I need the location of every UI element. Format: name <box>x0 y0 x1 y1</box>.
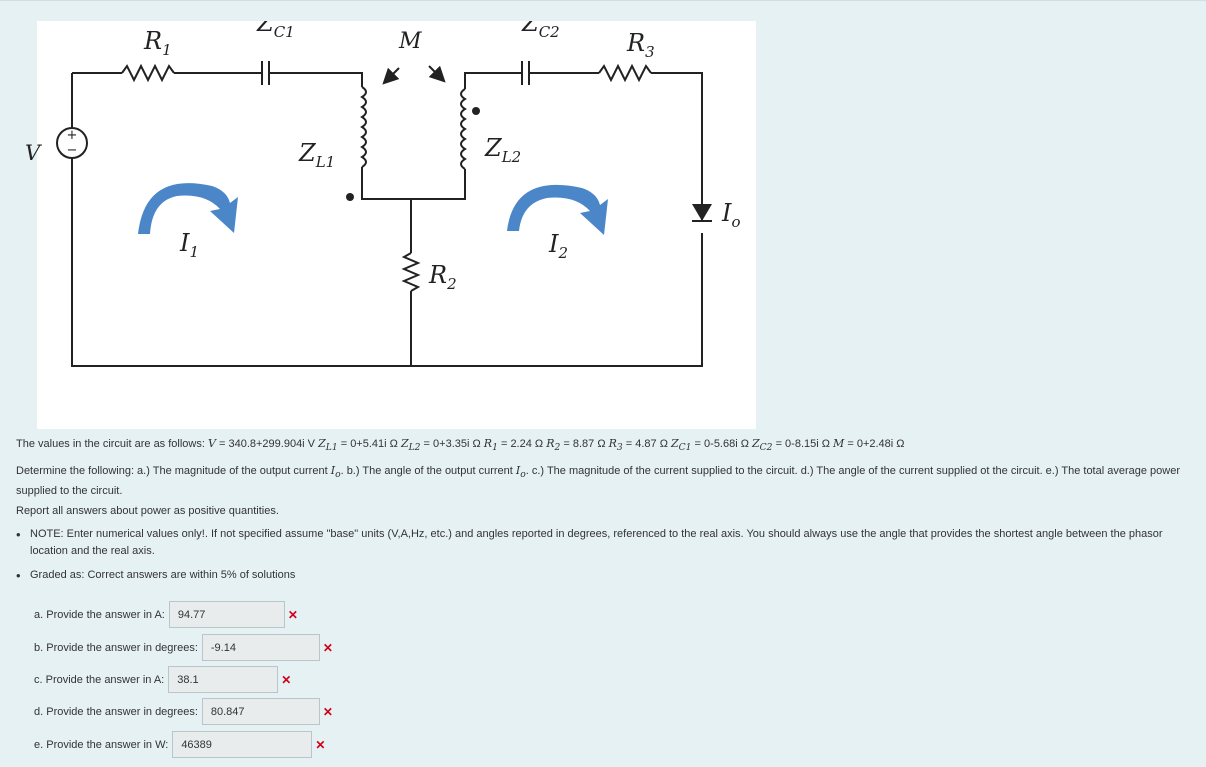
report-note: Report all answers about power as positi… <box>16 505 279 517</box>
loop-arrow-i2 <box>507 184 608 235</box>
label-zl2: ZL2 <box>484 134 521 166</box>
question-c-label: c. Provide the answer in A: <box>34 673 165 686</box>
question-b-label: b. Provide the answer in degrees: <box>34 641 198 654</box>
mutual-arrow-right <box>428 65 446 83</box>
incorrect-icon: ✕ <box>287 607 298 622</box>
label-r3: R3 <box>626 29 655 61</box>
circuit-value: ZC1 = 0-5.68i Ω <box>671 437 753 454</box>
circuit-value: R2 = 8.87 Ω <box>546 437 609 454</box>
circuit-diagram: + − R1 ZC1 M ZC2 R3 ZL1 ZL2 I1 I2 R2 Io <box>56 21 741 367</box>
incorrect-icon: ✕ <box>315 737 326 752</box>
label-r2: R2 <box>428 261 457 293</box>
loop-arrow-i1 <box>138 183 238 234</box>
label-io: Io <box>721 199 741 231</box>
source-minus: − <box>67 143 78 158</box>
circuit-value: ZC2 = 0-8.15i Ω <box>752 437 834 454</box>
question-b: b. Provide the answer in degrees: -9.14 … <box>34 633 333 662</box>
label-r1: R1 <box>143 27 172 59</box>
circuit-value: V = 340.8+299.904i V <box>207 437 319 450</box>
resistor-r1 <box>121 63 175 83</box>
mutual-arrow-left <box>382 67 400 85</box>
circuit-figure: + − R1 ZC1 M ZC2 R3 ZL1 ZL2 I1 I2 R2 Io <box>37 21 756 429</box>
incorrect-icon: ✕ <box>281 672 292 687</box>
inductor-l2 <box>460 88 467 170</box>
label-v: V <box>25 141 41 165</box>
answer-b-input[interactable]: -9.14 <box>201 634 320 661</box>
label-i1: I1 <box>179 229 199 261</box>
incorrect-icon: ✕ <box>322 640 333 655</box>
question-e: e. Provide the answer in W: 46389 ✕ <box>34 730 325 759</box>
answer-c-input[interactable]: 38.1 <box>168 666 279 693</box>
wire-bottom <box>71 154 703 367</box>
top-divider <box>0 0 1206 1</box>
resistor-r3 <box>598 63 652 83</box>
dot-l1 <box>346 193 354 201</box>
dot-l2 <box>472 107 480 115</box>
question-c: c. Provide the answer in A: 38.1 ✕ <box>34 665 291 694</box>
voltage-source <box>56 127 88 159</box>
label-zc2: ZC2 <box>521 21 560 41</box>
current-source-io <box>692 204 712 221</box>
question-e-label: e. Provide the answer in W: <box>34 738 169 751</box>
answer-d-input[interactable]: 80.847 <box>201 698 320 725</box>
capacitor-c2 <box>521 61 530 85</box>
question-d: d. Provide the answer in degrees: 80.847… <box>34 697 333 726</box>
incorrect-icon: ✕ <box>322 704 333 719</box>
label-m: M <box>398 29 422 54</box>
label-i2: I2 <box>548 230 568 262</box>
question-a-label: a. Provide the answer in A: <box>34 608 165 621</box>
determine-paragraph: Determine the following: a.) The magnitu… <box>16 464 1181 498</box>
circuit-value: R3 = 4.87 Ω <box>608 437 671 454</box>
label-zc1: ZC1 <box>256 21 295 41</box>
note-item: Graded as: Correct answers are within 5%… <box>16 567 1188 584</box>
notes-list: NOTE: Enter numerical values only!. If n… <box>16 526 1188 591</box>
source-plus: + <box>67 128 78 143</box>
values-list: V = 340.8+299.904i V ZL1 = 0+5.41i Ω ZL2… <box>207 437 905 454</box>
capacitor-c1 <box>261 61 270 85</box>
inductor-l1 <box>360 86 367 168</box>
question-d-label: d. Provide the answer in degrees: <box>34 705 198 718</box>
circuit-value: M = 0+2.48i Ω <box>833 437 905 450</box>
note-item: NOTE: Enter numerical values only!. If n… <box>16 526 1188 560</box>
circuit-value: R1 = 2.24 Ω <box>483 437 547 454</box>
circuit-value: ZL1 = 0+5.41i Ω <box>318 437 401 454</box>
circuit-value: ZL2 = 0+3.35i Ω <box>400 437 484 454</box>
question-a: a. Provide the answer in A: 94.77 ✕ <box>34 600 298 629</box>
label-zl1: ZL1 <box>298 139 335 171</box>
answer-e-input[interactable]: 46389 <box>172 731 313 758</box>
resistor-r2 <box>401 252 421 292</box>
answer-a-input[interactable]: 94.77 <box>168 601 285 628</box>
values-line: The values in the circuit are as follows… <box>16 437 905 454</box>
